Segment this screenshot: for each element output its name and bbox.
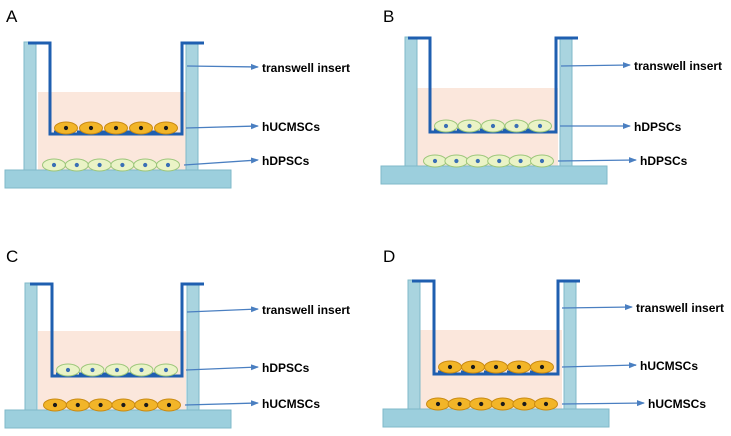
bottom-cell-nucleus	[500, 401, 505, 407]
well-wall-left	[407, 279, 421, 411]
bottom-cell-nucleus	[51, 162, 57, 168]
bottom-cell-nucleus	[121, 402, 126, 408]
bottom-cell-nucleus	[539, 158, 545, 164]
label-upper-cells: hUCMSCs	[262, 120, 320, 134]
insert-cell-nucleus	[467, 123, 472, 129]
insert-membrane-segment	[148, 372, 162, 376]
bottom-cell-nucleus	[435, 401, 441, 407]
insert-cell-nucleus	[113, 125, 119, 131]
well-wall-left	[23, 41, 37, 173]
bottom-cell-nucleus	[457, 401, 462, 407]
well-base	[4, 409, 232, 429]
bottom-cell-nucleus	[52, 402, 58, 408]
label-transwell-insert: transwell insert	[262, 61, 350, 75]
well-wall-right	[185, 41, 199, 173]
panel-letter: C	[6, 247, 18, 266]
label-lower-cells: hUCMSCs	[648, 397, 706, 411]
insert-cell-nucleus	[163, 367, 169, 373]
insert-cell-nucleus	[516, 364, 522, 370]
label-upper-cells: hDPSCs	[262, 361, 310, 375]
insert-membrane-segment	[123, 130, 137, 134]
label-lower-cells: hDPSCs	[262, 154, 310, 168]
insert-cell-nucleus	[514, 123, 519, 129]
arrow-transwell-insert	[186, 63, 259, 70]
bottom-cell-nucleus	[98, 402, 103, 408]
label-lower-cells: hDPSCs	[640, 154, 688, 168]
arrow-lower-cells	[184, 400, 259, 407]
insert-cell-nucleus	[63, 125, 69, 131]
bottom-cell-nucleus	[479, 401, 484, 407]
insert-cell-nucleus	[539, 364, 545, 370]
arrow-lower-cells	[561, 400, 645, 407]
bottom-cell-nucleus	[543, 401, 549, 407]
panel-letter: D	[383, 247, 395, 266]
bottom-cell-nucleus	[97, 162, 102, 168]
insert-cell-nucleus	[65, 367, 71, 373]
arrow-upper-cells	[185, 364, 259, 371]
bottom-cell-nucleus	[522, 401, 527, 407]
well-base	[380, 165, 608, 185]
arrow-transwell-insert	[186, 306, 259, 313]
insert-cell-nucleus	[447, 364, 453, 370]
bottom-cell-nucleus	[165, 162, 171, 168]
bottom-cell-nucleus	[454, 158, 459, 164]
insert-cell-nucleus	[490, 123, 496, 129]
bottom-cell-nucleus	[120, 162, 125, 168]
insert-cell-nucleus	[537, 123, 543, 129]
well-wall-right	[563, 279, 577, 411]
bottom-cell-nucleus	[75, 402, 80, 408]
insert-cell-nucleus	[114, 367, 120, 373]
well-wall-right	[186, 282, 200, 413]
arrow-transwell-insert	[561, 304, 633, 311]
bottom-cell-nucleus	[166, 402, 172, 408]
label-transwell-insert: transwell insert	[262, 303, 350, 317]
arrow-transwell-insert	[560, 62, 631, 69]
bottom-cell-nucleus	[143, 162, 148, 168]
well-base	[382, 408, 610, 428]
well-base	[4, 169, 232, 189]
well-wall-left	[404, 36, 418, 167]
bottom-cell-nucleus	[144, 402, 149, 408]
insert-membrane-segment	[146, 130, 160, 134]
bottom-cell-nucleus	[74, 162, 79, 168]
insert-cell-nucleus	[139, 367, 144, 373]
bottom-cell-nucleus	[432, 158, 438, 164]
bottom-cell-nucleus	[497, 158, 502, 164]
insert-cell-nucleus	[163, 125, 169, 131]
insert-cell-nucleus	[443, 123, 449, 129]
label-upper-cells: hUCMSCs	[640, 359, 698, 373]
insert-membrane-segment	[125, 372, 139, 376]
label-transwell-insert: transwell insert	[634, 59, 722, 73]
arrow-lower-cells	[557, 157, 637, 164]
bottom-cell-nucleus	[518, 158, 523, 164]
arrow-upper-cells	[561, 362, 637, 369]
label-transwell-insert: transwell insert	[636, 301, 724, 315]
insert-cell-nucleus	[470, 364, 476, 370]
insert-cell-nucleus	[138, 125, 144, 131]
label-lower-cells: hUCMSCs	[262, 397, 320, 411]
label-upper-cells: hDPSCs	[634, 120, 682, 134]
arrow-lower-cells	[183, 157, 259, 166]
insert-cell-nucleus	[88, 125, 94, 131]
bottom-cell-nucleus	[475, 158, 480, 164]
insert-cell-nucleus	[493, 364, 499, 370]
insert-cell-nucleus	[90, 367, 95, 373]
panel-letter: A	[6, 7, 18, 26]
arrow-upper-cells	[185, 123, 259, 130]
well-wall-right	[559, 36, 573, 167]
panel-letter: B	[383, 7, 394, 26]
well-wall-left	[24, 282, 38, 413]
